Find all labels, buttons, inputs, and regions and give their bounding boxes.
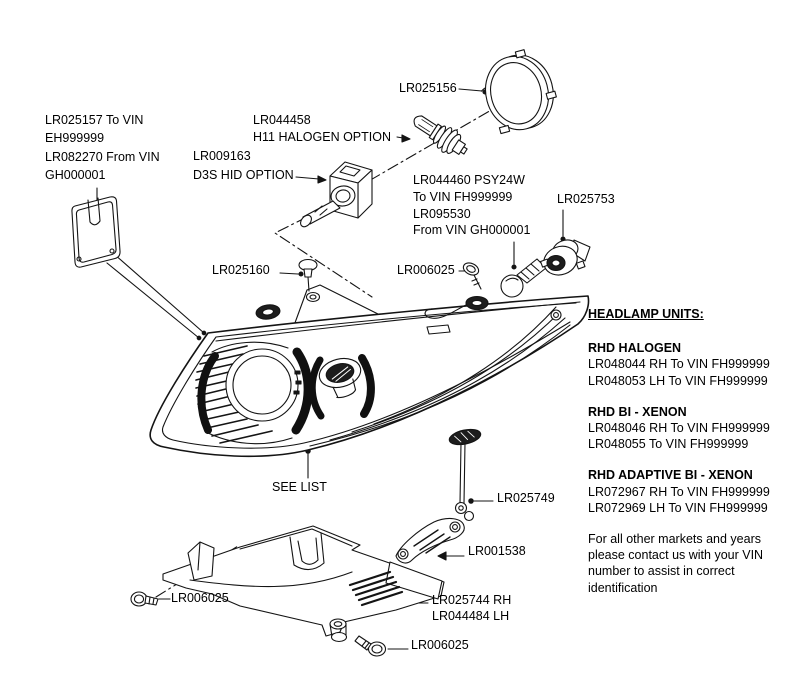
part-number-line: LR048044 RH To VIN FH999999 [588,357,770,372]
label-line: LR009163 [193,149,251,163]
section-heading: RHD ADAPTIVE BI - XENON [588,468,753,483]
headlamp-units-panel: HEADLAMP UNITS: RHD HALOGEN LR048044 RH … [588,306,790,596]
part-number-line: LR048053 LH To VIN FH999999 [588,373,768,388]
label-access-cover: LR025157 To VIN EH999999 LR082270 From V… [45,111,160,184]
part-number-line: LR048046 RH To VIN FH999999 [588,421,770,436]
headlamp-units-section-bixenon: RHD BI - XENON LR048046 RH To VIN FH9999… [588,404,790,453]
note-line: For all other markets and years [588,532,761,547]
hid-bulb-drawing [300,161,373,228]
screw-top-drawing [462,262,482,290]
label-line: From VIN GH000001 [413,223,531,238]
contact-note: For all other markets and years please c… [588,531,790,596]
label-halogen-bulb: LR044458 H11 HALOGEN OPTION [253,112,391,145]
label-line: GH000001 [45,167,106,182]
indicator-socket-drawing [540,239,591,276]
label-see-list: SEE LIST [272,480,327,494]
part-number-line: LR048055 To VIN FH999999 [588,437,749,452]
access-cover-drawing [71,196,121,268]
label-line: LR082270 From VIN [45,149,160,164]
label-trim-clip: LR025160 [212,263,270,277]
label-adjuster-rod: LR025749 [497,491,555,505]
part-number-line: LR072969 LH To VIN FH999999 [588,500,768,515]
halogen-bulb-drawing [413,115,468,155]
label-mounting-bracket: LR025744 RH LR044484 LH [432,592,511,624]
label-screw-bottom: LR006025 [411,638,469,652]
note-line: please contact us with your VIN [588,548,764,563]
label-bracket-arm: LR001538 [468,544,526,558]
section-heading: RHD HALOGEN [588,341,682,356]
headlamp-units-title: HEADLAMP UNITS: [588,307,704,321]
label-line: EH999999 [45,131,105,146]
part-number-line: LR072967 RH To VIN FH999999 [588,484,770,499]
label-line: LR044458 [253,113,311,127]
label-indicator-bulb: LR044460 PSY24W To VIN FH999999 LR095530… [413,172,530,239]
label-line: D3S HID OPTION [193,167,294,182]
screw-bottom-drawing [354,635,387,657]
headlamp-units-section-halogen: RHD HALOGEN LR048044 RH To VIN FH999999 … [588,340,790,389]
label-line: LR044484 LH [432,609,510,623]
label-screw-top: LR006025 [397,263,455,277]
label-line: LR025744 RH [432,593,512,607]
label-line: To VIN FH999999 [413,189,513,204]
bulb-cover-cap-drawing [480,49,557,135]
trim-clip-drawing [298,258,318,292]
note-line: identification [588,580,658,595]
label-line: LR044460 PSY24W [413,173,525,187]
adjuster-rod-drawing [448,428,482,522]
bracket-arm-drawing [395,517,465,564]
section-heading: RHD BI - XENON [588,404,687,419]
mounting-bracket-drawing [162,525,445,643]
label-hid-bulb: LR009163 D3S HID OPTION [193,147,294,184]
headlamp-units-section-adaptive: RHD ADAPTIVE BI - XENON LR072967 RH To V… [588,467,790,516]
label-line: H11 HALOGEN OPTION [253,129,391,144]
label-bulb-cover-cap: LR025156 [399,81,457,95]
label-line: LR095530 [413,206,471,221]
note-line: number to assist in correct [588,564,735,579]
screw-left-drawing [130,591,159,607]
headlamp-unit-drawing [149,284,590,458]
label-indicator-socket: LR025753 [557,192,615,206]
label-screw-left: LR006025 [171,591,229,605]
label-line: LR025157 To VIN [45,113,144,127]
